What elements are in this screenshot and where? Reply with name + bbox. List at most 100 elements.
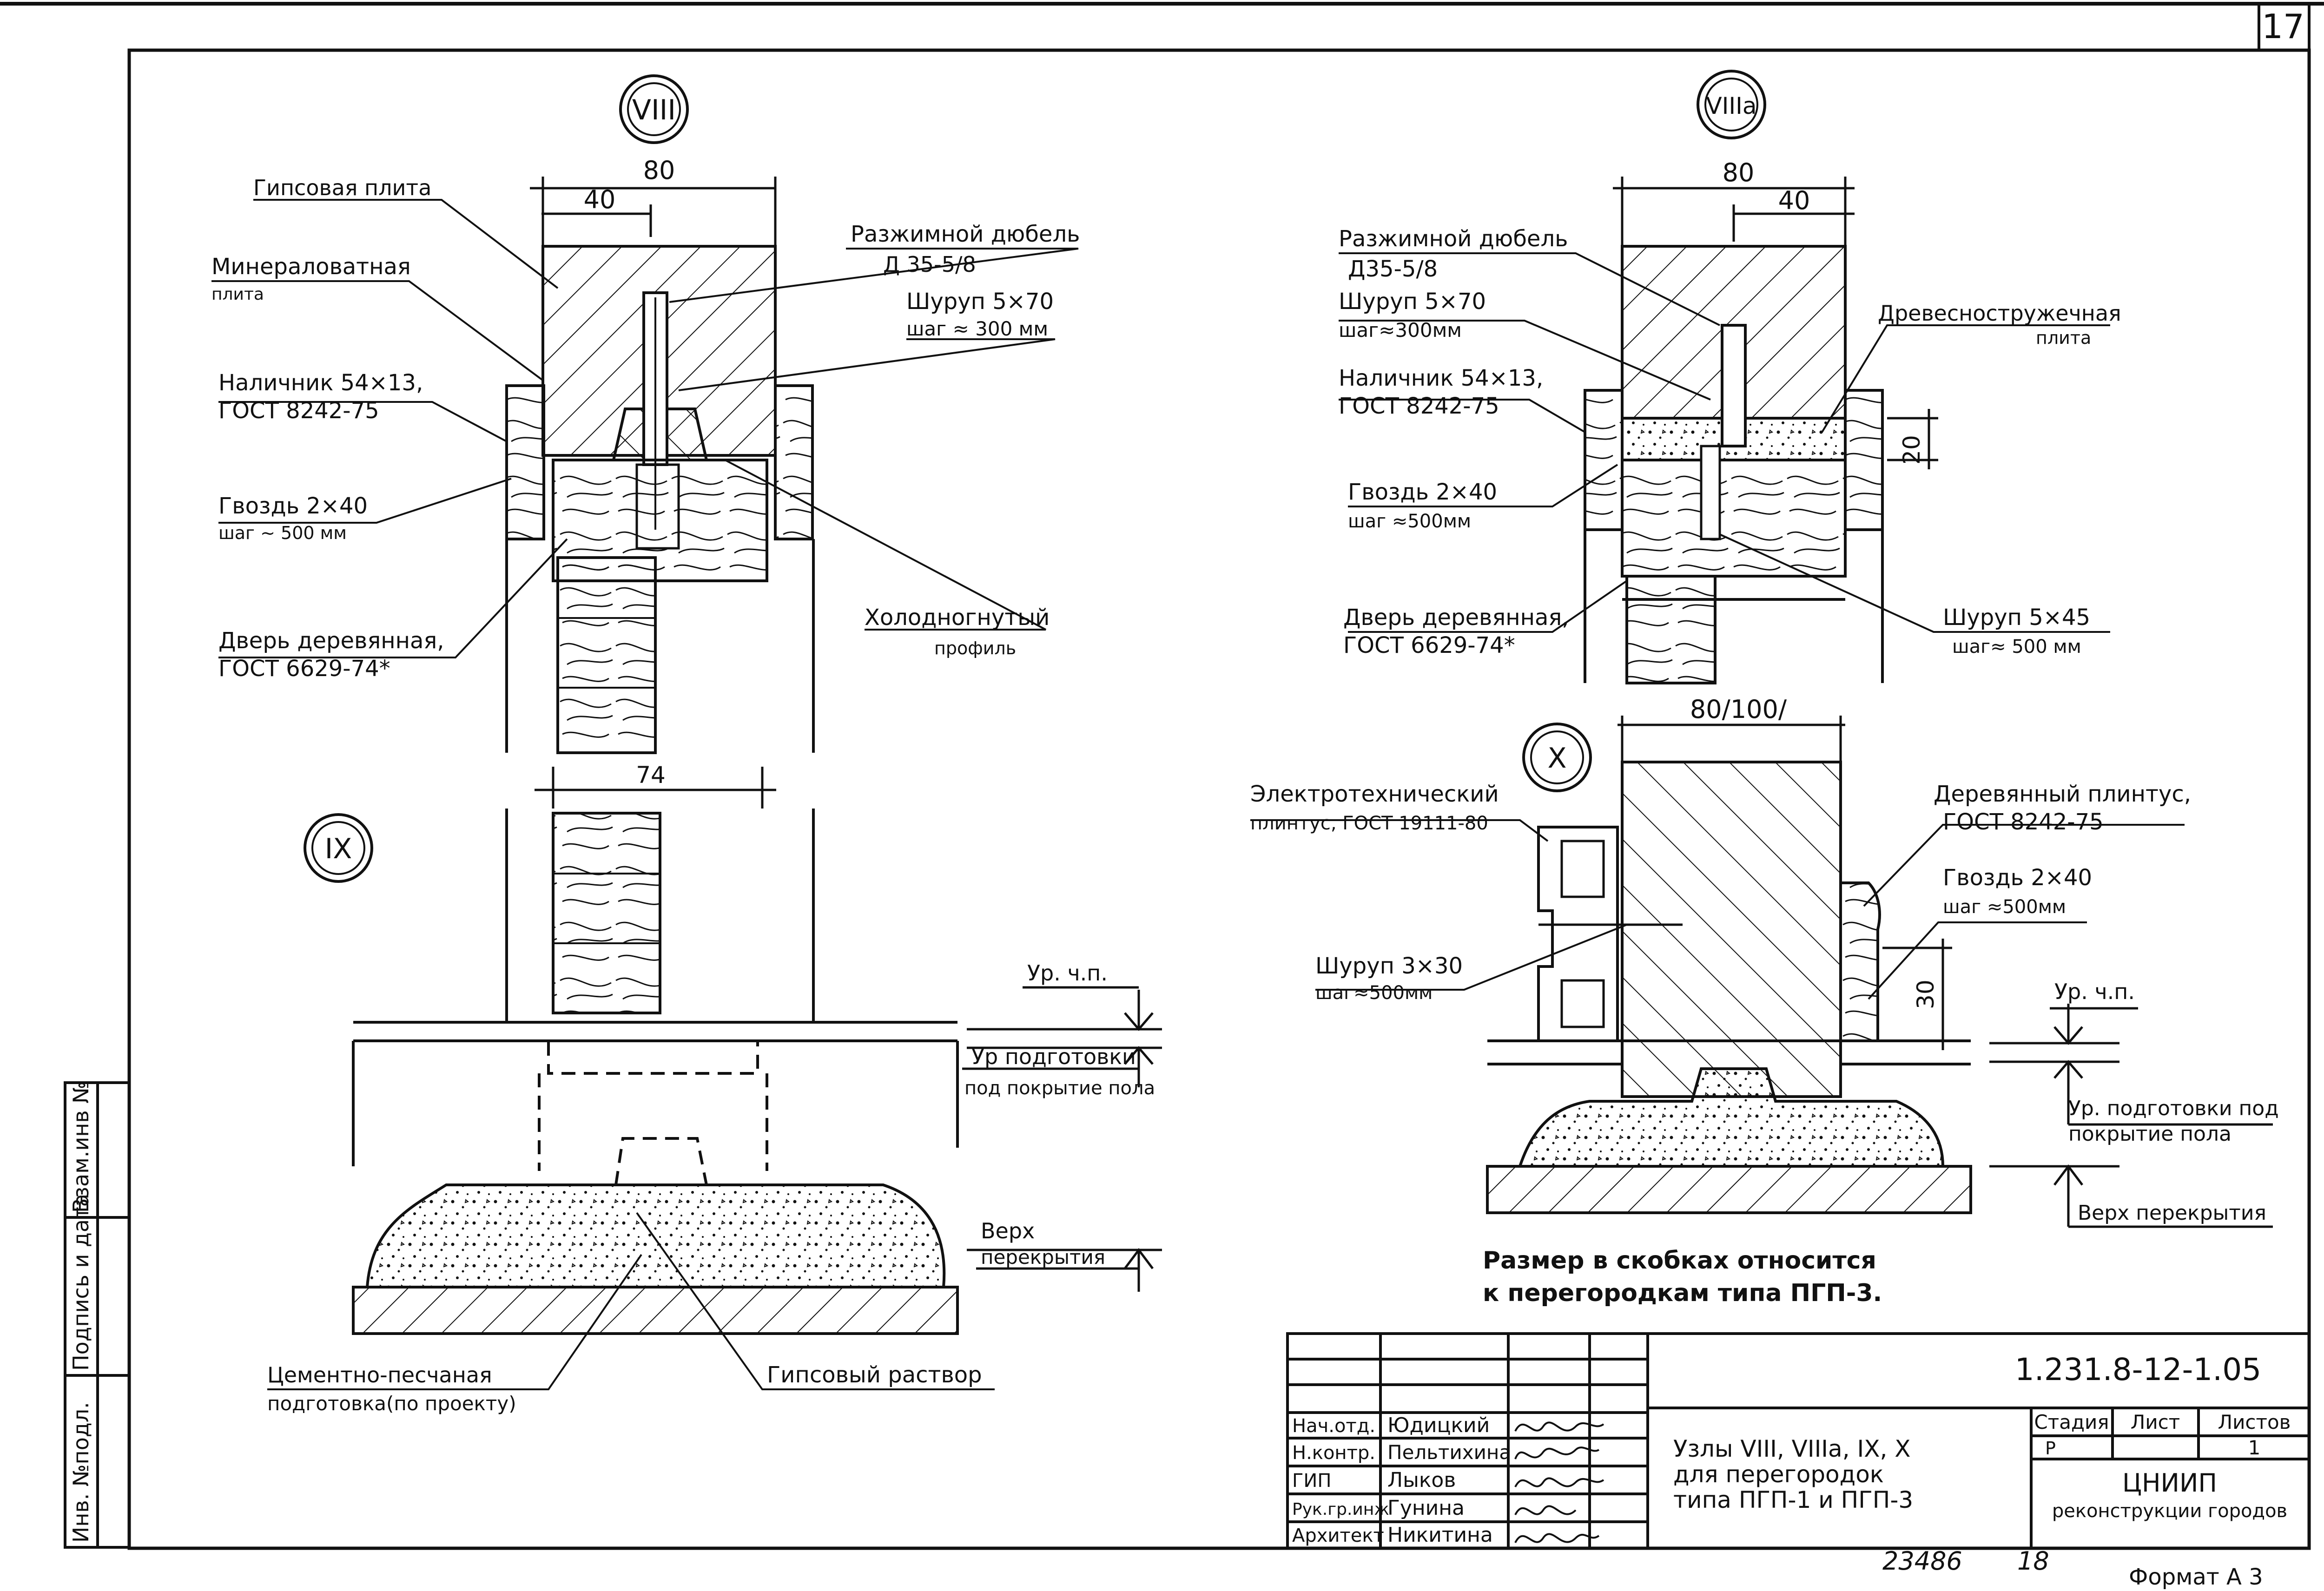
node-viiia-label-door-2: ГОСТ 6629-74* [1343,632,1515,658]
node-ix-dim-74: 74 [636,762,666,789]
node-x-level-markers [1989,1004,2273,1228]
node-x-label-screw-2: шаг≈500мм [1315,982,1433,1004]
tb-name-5: Никитина [1387,1523,1493,1547]
node-viii-cold-profile [635,463,680,550]
node-viiia-door-frame [1621,459,1847,578]
node-x-label-prep-1: Ур. подготовки под [2068,1097,2279,1120]
node-viiia-label-screw-2: шаг≈300мм [1339,319,1462,342]
node-x-label-el-1: Электротехнический [1250,781,1499,807]
node-x-label-el-2: плинтус, ГОСТ 19111-80 [1250,813,1488,834]
node-viii-label-screw-1: Шуруп 5×70 [906,289,1054,315]
node-x-leaders [1250,819,2185,1000]
node-viiia-label-chip-2: плита [2036,328,2091,348]
tb-org-1: ЦНИИП [2122,1468,2217,1498]
node-x-dim-total: 80/100/ [1690,695,1787,724]
node-viii-label-profile-2: профиль [934,638,1016,658]
node-viiia-screw [1700,445,1721,540]
tb-stage-head: Стадия [2034,1411,2109,1433]
tb-title-1: Узлы VIII, VIIIa, IX, X [1673,1435,1911,1462]
node-viiia-label-nail-1: Гвоздь 2×40 [1348,479,1497,505]
tb-name-2: Пельтихина [1387,1441,1511,1464]
sheet-number: 17 [2262,7,2304,46]
format-label: Формат А 3 [2129,1564,2263,1590]
node-ix-level-markers [962,986,1162,1292]
node-x-wooden-plinth [1839,881,1881,1042]
node-ix-label-top-2: перекрытия [981,1246,1105,1269]
node-ix-gypsum-mortar [365,1183,946,1289]
node-x-dim-30: 30 [1912,980,1939,1009]
node-viii-leaders [211,199,1079,658]
node-x-label-fl: Ур. ч.п. [2054,979,2135,1004]
node-viiia-label-dowel-2: Д35-5/8 [1348,256,1438,282]
tb-role-1: Нач.отд. [1292,1415,1375,1437]
node-ix-label-top-1: Верх [981,1218,1035,1243]
node-x-partition [1621,761,1842,1098]
node-viii-dimensions [530,177,777,251]
node-viiia-door-leaf [1625,575,1717,684]
node-viii-label-screw-2: шаг ≈ 300 мм [906,317,1048,340]
node-ix-marker-label: IX [325,833,352,865]
node-viiia-casing-right [1844,389,1884,531]
node-x-label-screw-1: Шуруп 3×30 [1315,953,1463,979]
node-ix-label-cement-2: подготовка(по проекту) [267,1392,516,1415]
inventory-number: 23486 [1882,1546,1962,1576]
node-ix: IX 74 [267,762,1162,1415]
tb-title-2: для перегородок [1673,1461,1884,1488]
node-x-label-wood-2: ГОСТ 8242-75 [1943,809,2104,835]
note-line-1: Размер в скобках относится [1483,1247,1876,1275]
stamp-signature-date: Подпись и дата [68,1194,93,1371]
node-viii-label-trim-2: ГОСТ 8242-75 [218,398,379,424]
tb-stage: Р [2045,1438,2056,1459]
node-ix-label-fl: Ур. ч.п. [1027,960,1108,986]
node-ix-label-prep-2: под покрытие пола [964,1078,1155,1099]
tb-title-3: типа ПГП-1 и ПГП-3 [1673,1486,1913,1513]
node-ix-marker [304,813,373,883]
stamp-inv-podl: Инв. №подл. [68,1402,93,1543]
tb-org-2: реконструкции городов [2052,1500,2287,1522]
node-viii: VIII 80 40 [211,74,1080,754]
node-viii-label-nail-1: Гвоздь 2×40 [218,493,368,519]
signatures [1514,1421,1604,1543]
node-viiia-label-screw45-1: Шуруп 5×45 [1943,605,2090,631]
node-viii-label-nail-2: шаг ~ 500 мм [218,523,347,543]
node-viii-casing-left [505,384,545,540]
node-viiia-label-screw45-2: шаг≈ 500 мм [1952,636,2081,657]
tb-role-3: ГИП [1292,1470,1331,1492]
node-x-marker [1522,723,1592,792]
node-viii-label-trim-1: Наличник 54×13, [218,370,423,396]
node-viiia-label-trim-1: Наличник 54×13, [1339,365,1543,391]
node-x-mortar-bed [1518,1067,1945,1168]
copy-number: 18 [2017,1546,2049,1576]
node-viii-marker [619,74,689,144]
node-viiia-label-nail-2: шаг ≈500мм [1348,511,1471,532]
node-viiia-label-trim-2: ГОСТ 8242-75 [1339,393,1499,419]
note-line-2: к перегородкам типа ПГП-3. [1483,1279,1882,1307]
node-viii-label-dowel-2: Д 35-5/8 [883,252,976,277]
node-ix-door-leaf [552,812,661,1014]
title-block [1286,1332,2311,1550]
tb-role-2: Н.контр. [1292,1442,1375,1464]
node-x-label-nail-1: Гвоздь 2×40 [1943,865,2092,891]
node-x-electrical-plinth [1537,826,1619,1042]
side-stamp [64,1081,131,1549]
node-viiia-leaders [1339,252,2110,633]
stamp-vzam-inv: Взам.инв № [68,1081,93,1213]
tb-name-1: Юдицкий [1387,1413,1490,1437]
node-viiia-dim-half: 40 [1778,186,1810,215]
node-x-label-top: Верх перекрытия [2078,1201,2266,1225]
node-viii-casing-right [774,384,814,540]
node-viii-label-door-1: Дверь деревянная, [218,628,444,654]
node-viiia-label-screw-1: Шуруп 5×70 [1339,289,1486,315]
node-viii-label-door-2: ГОСТ 6629-74* [218,656,390,682]
node-viiia-dim-20: 20 [1898,435,1925,465]
tb-sheets: 1 [2248,1436,2261,1459]
node-viiia-casing-left [1584,389,1624,531]
node-ix-label-prep-1: Ур подготовки [971,1044,1136,1069]
tb-sheet-head: Лист [2131,1411,2180,1433]
tb-sheets-head: Листов [2218,1411,2291,1433]
node-viiia-marker-label: VIIIa [1706,92,1756,119]
node-viiia-marker [1697,70,1766,139]
node-viii-dim-total: 80 [643,156,675,185]
node-viii-label-mineral-2: плита [211,285,264,304]
